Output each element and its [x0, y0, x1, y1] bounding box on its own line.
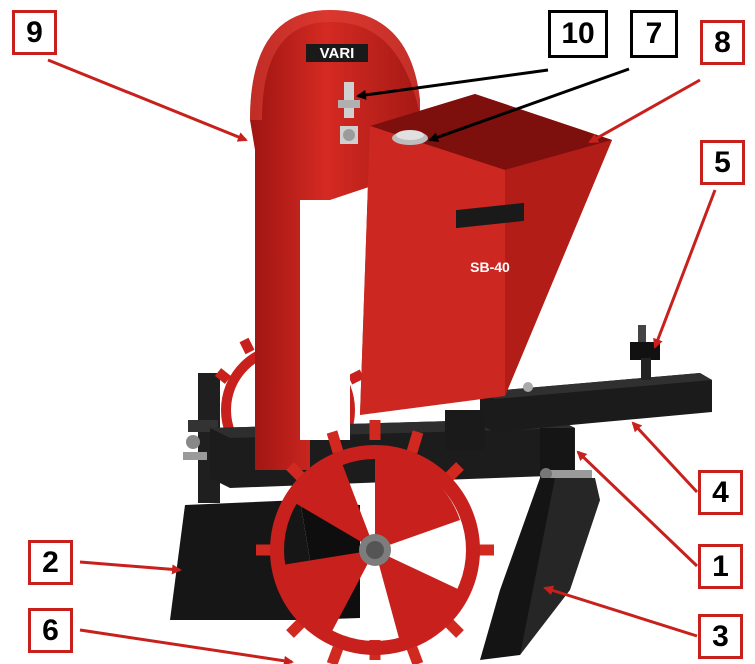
callout-label: 10: [561, 17, 595, 50]
right-hiller-share: [480, 478, 600, 660]
arrow-6: [79, 628, 294, 664]
arrow-8: [588, 78, 701, 144]
callout-5: 5: [700, 140, 745, 185]
callout-label: 8: [714, 25, 731, 59]
arrow-5: [653, 189, 717, 349]
arrow-1: [576, 450, 699, 568]
callout-3: 3: [698, 614, 743, 659]
adjustment-bolt: [630, 325, 660, 380]
front-spiked-wheel: [256, 420, 494, 664]
callout-label: 1: [712, 549, 729, 583]
callout-7: 7: [630, 10, 678, 58]
callout-label: 4: [712, 475, 729, 509]
arrow-9: [47, 58, 248, 142]
seed-hopper: SB-40: [360, 94, 612, 415]
arrow-10: [356, 68, 549, 100]
callout-label: 9: [26, 15, 43, 49]
callout-2: 2: [28, 540, 73, 585]
callout-4: 4: [698, 470, 743, 515]
callout-8: 8: [700, 20, 745, 65]
callout-label: 2: [42, 545, 59, 579]
callout-label: 6: [42, 613, 59, 647]
arrow-3: [543, 585, 698, 638]
callout-label: 7: [645, 17, 663, 50]
arrow-4: [631, 421, 699, 494]
arrow-7: [428, 67, 630, 143]
callout-9: 9: [12, 10, 57, 55]
callout-10: 10: [548, 10, 608, 58]
callout-label: 5: [714, 145, 731, 179]
brand-logo: VARI: [320, 45, 355, 62]
seed-depth-adjuster: [338, 82, 360, 118]
callout-6: 6: [28, 608, 73, 653]
callout-label: 3: [712, 619, 729, 653]
right-extension-arm: [445, 373, 712, 450]
callout-1: 1: [698, 544, 743, 589]
callout-arrows: [47, 58, 717, 664]
arrow-2: [79, 560, 182, 575]
model-plate: SB-40: [470, 259, 510, 275]
